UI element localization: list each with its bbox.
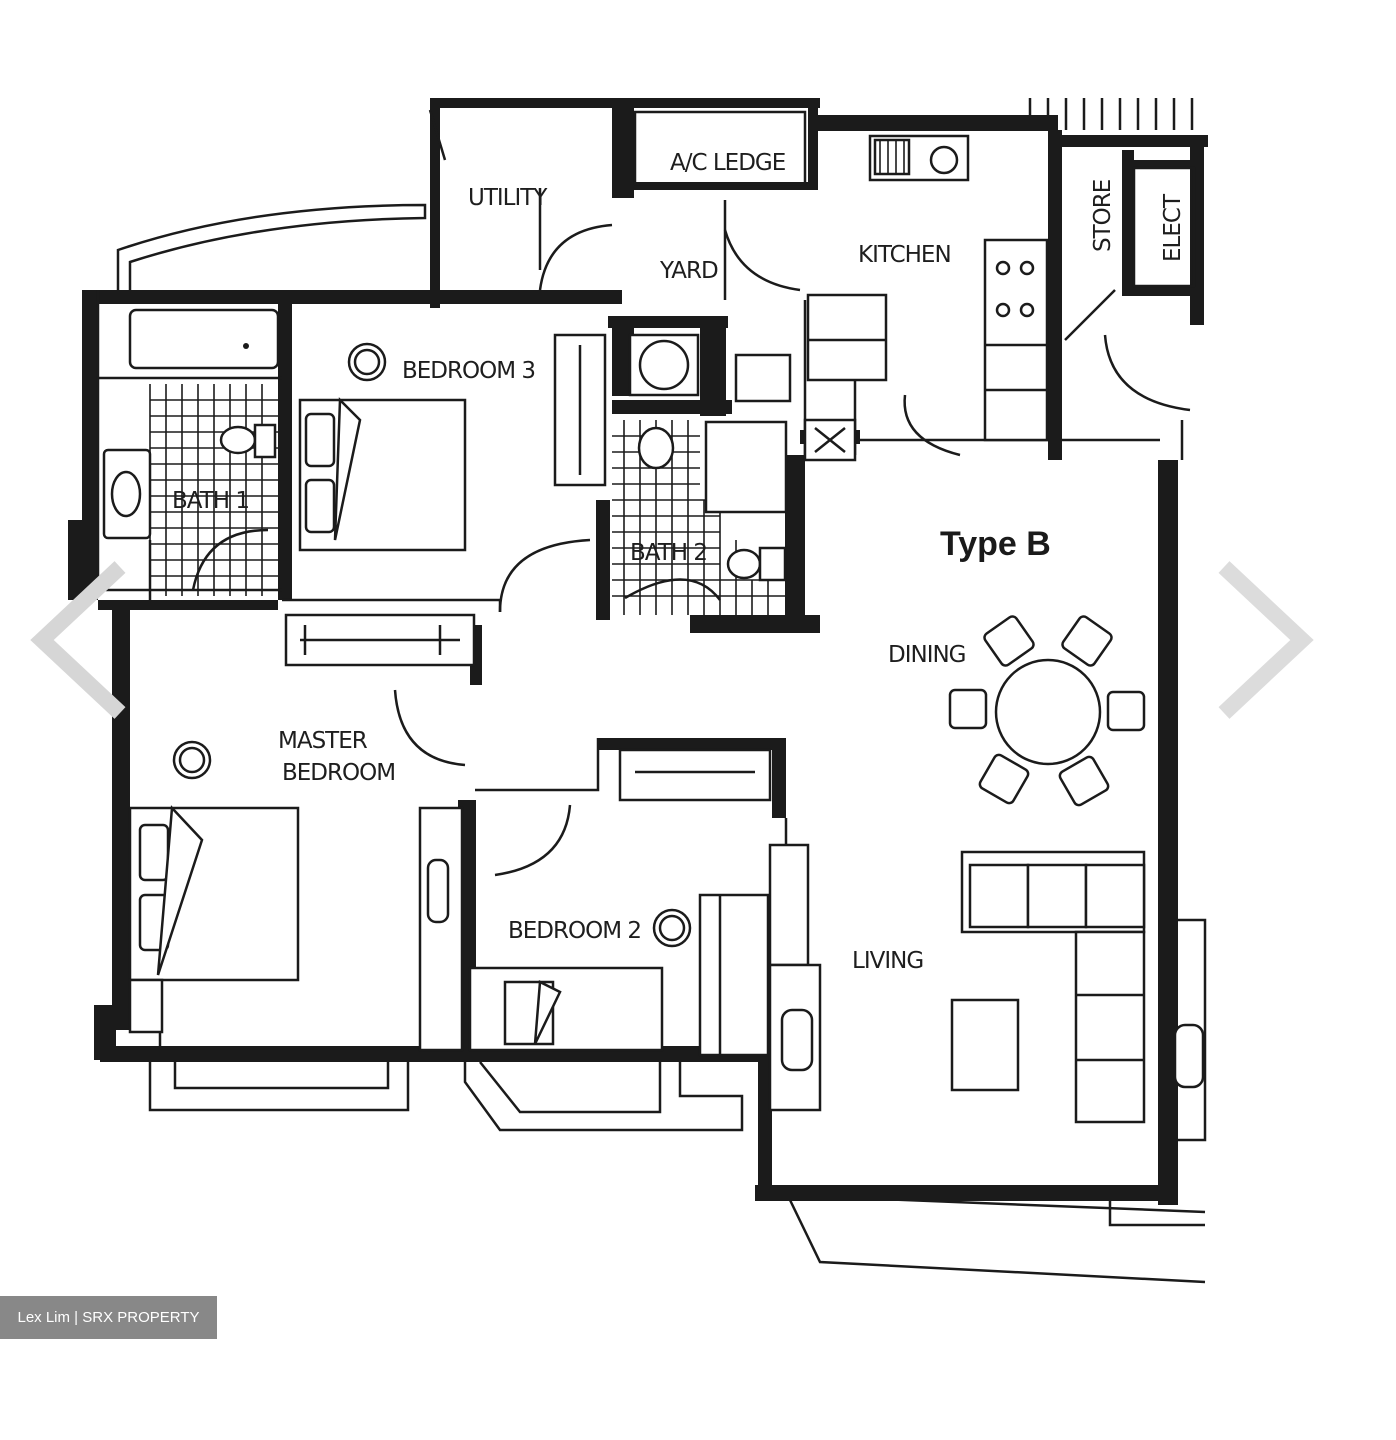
room-labels: UTILITY A/C LEDGE YARD KITCHEN STORE ELE… (172, 150, 1186, 974)
label-yard: YARD (659, 258, 718, 284)
walls (68, 98, 1208, 1205)
label-kitchen: KITCHEN (858, 242, 951, 268)
living-furniture (768, 843, 1205, 1124)
label-living: LIVING (852, 948, 923, 974)
ac-ledge-box (633, 110, 807, 186)
label-master-line1: MASTER (278, 728, 368, 754)
label-type: Type B (940, 525, 1051, 563)
bath1-fixtures (102, 308, 280, 540)
railing (1028, 98, 1194, 130)
bedroom2-furniture (468, 748, 772, 1057)
label-store: STORE (1090, 179, 1116, 252)
master-furniture (128, 740, 464, 1052)
bath2-fixtures (628, 333, 792, 582)
kitchen-fixtures (803, 134, 1049, 462)
door-swings (191, 109, 1191, 877)
store-elect (1132, 166, 1196, 288)
bedroom3-furniture (284, 333, 607, 667)
label-bedroom3: BEDROOM 3 (402, 358, 535, 384)
gallery-next-button[interactable] (1206, 555, 1316, 725)
label-elect: ELECT (1160, 193, 1186, 262)
label-dining: DINING (888, 642, 966, 668)
label-bath2: BATH 2 (630, 540, 707, 566)
dining-set (948, 615, 1146, 807)
label-master-line2: BEDROOM (282, 760, 395, 786)
chevron-left-icon (30, 561, 126, 719)
chevron-right-icon (1218, 561, 1314, 719)
label-bedroom2: BEDROOM 2 (508, 918, 641, 944)
label-utility: UTILITY (468, 185, 548, 211)
label-bath1: BATH 1 (172, 488, 249, 514)
photo-credit: Lex Lim | SRX PROPERTY (0, 1296, 217, 1339)
label-ac-ledge: A/C LEDGE (670, 150, 786, 176)
gallery-prev-button[interactable] (28, 555, 138, 725)
